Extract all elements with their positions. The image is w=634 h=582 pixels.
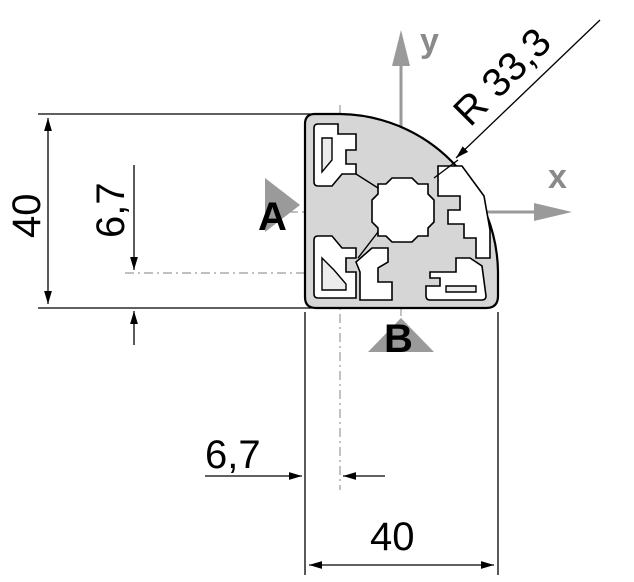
x-axis-label: x [548,158,567,196]
view-a-arrow [265,178,300,232]
dim-width-40-label: 40 [370,515,415,559]
slot-right-top [437,165,491,259]
view-b-label: B [384,317,413,361]
dim-height-40 [38,113,312,309]
view-b-arrow [368,318,434,352]
aluminum-profile [303,112,500,310]
center-core-cavity [371,177,435,243]
slot-bottom-left-inner [321,256,347,291]
diagonal-web-lower [357,231,379,259]
y-axis-label: y [420,22,439,60]
dim-height-40-label: 40 [5,194,49,239]
view-a-label: A [258,195,287,239]
slot-bottom-right-inner [445,285,477,293]
diagonal-web-upper [355,173,379,189]
dim-radius-label: R 33,3 [445,20,559,134]
dim-height-6-7-label: 6,7 [89,182,133,238]
slot-top-left-inner [321,137,333,174]
dim-width-6-7-label: 6,7 [205,433,261,477]
dim-width-40 [304,312,499,575]
diagonal-web-right [433,159,459,179]
slot-bottom-middle [355,247,393,301]
dim-radius [455,19,601,159]
